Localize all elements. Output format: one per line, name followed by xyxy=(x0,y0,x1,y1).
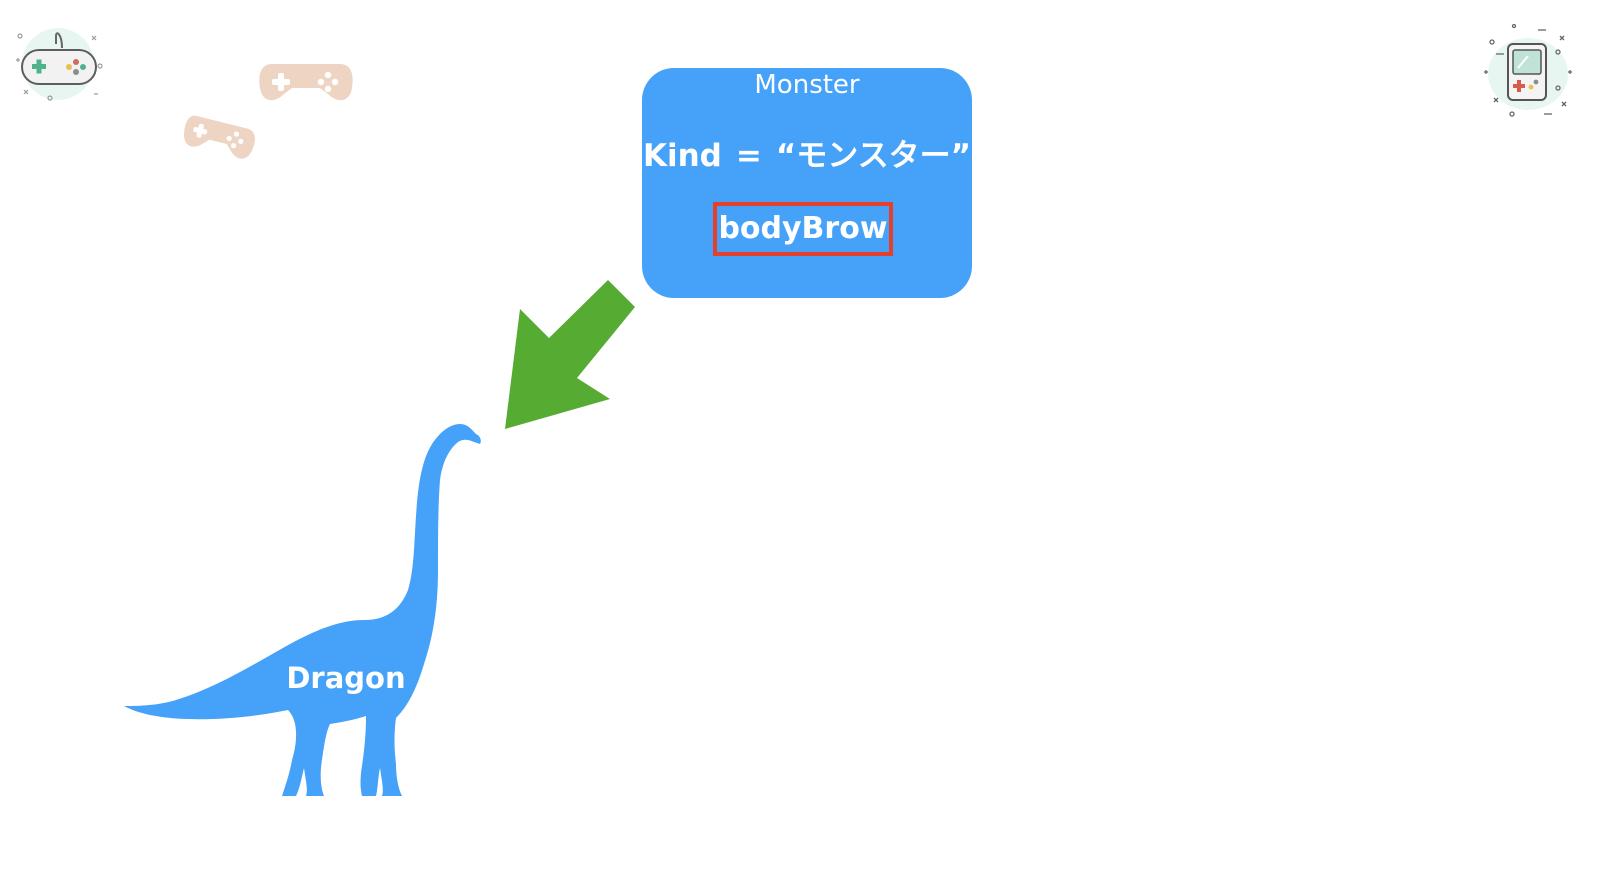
monster-class-box: Monster Kind = “モンスター” bodyBrow xyxy=(642,68,972,298)
method-label: bodyBrow xyxy=(718,211,888,246)
inheritance-arrow xyxy=(505,280,635,429)
kind-equals: = xyxy=(735,138,762,174)
dragon-silhouette xyxy=(124,424,481,796)
controller-icon xyxy=(259,64,353,101)
controller-icon xyxy=(184,115,255,159)
kind-value: “モンスター” xyxy=(775,138,972,174)
monster-box-background xyxy=(642,68,972,298)
body-brow-method-highlight: bodyBrow xyxy=(713,202,893,256)
dragon-label: Dragon xyxy=(286,661,406,695)
kind-name: Kind xyxy=(642,138,722,174)
handheld-console-icon xyxy=(1484,23,1572,117)
gamepad-icon xyxy=(16,28,103,101)
monster-title: Monster xyxy=(754,70,860,100)
kind-property: Kind = “モンスター” xyxy=(642,136,972,176)
